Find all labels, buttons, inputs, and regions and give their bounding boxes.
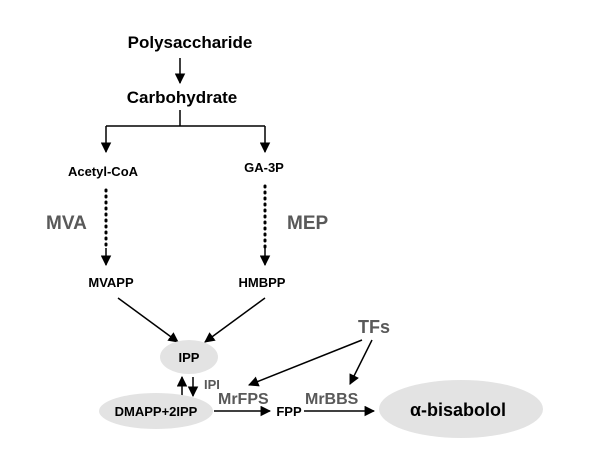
node-acetyl-coa: Acetyl-CoA	[68, 164, 139, 179]
node-mvapp: MVAPP	[88, 275, 134, 290]
arrow-tfs-to-mrfps	[248, 339, 363, 387]
arrow-hmbpp-to-ipp	[204, 297, 266, 343]
arrow-tfs-to-mrbbs	[349, 339, 373, 385]
node-fpp: FPP	[276, 404, 302, 419]
ipp-ellipse	[160, 340, 218, 374]
node-ipp: IPP	[179, 350, 200, 365]
label-mrbbs: MrBBS	[305, 391, 359, 408]
bisabolol-ellipse	[379, 380, 543, 438]
label-mep: MEP	[287, 213, 329, 234]
node-hmbpp: HMBPP	[239, 275, 286, 290]
label-ipi: IPI	[204, 377, 220, 392]
node-dmapp: DMAPP+2IPP	[115, 404, 198, 419]
label-mva: MVA	[46, 213, 87, 234]
node-carbohydrate: Carbohydrate	[127, 88, 238, 107]
arrow-mvapp-to-ipp	[117, 297, 179, 343]
node-bisabolol: α-bisabolol	[410, 400, 506, 420]
dmapp-ellipse	[99, 393, 213, 429]
label-mrfps: MrFPS	[218, 391, 269, 408]
node-polysaccharide: Polysaccharide	[128, 33, 253, 52]
label-tfs: TFs	[358, 317, 390, 337]
node-ga3p: GA-3P	[244, 160, 284, 175]
